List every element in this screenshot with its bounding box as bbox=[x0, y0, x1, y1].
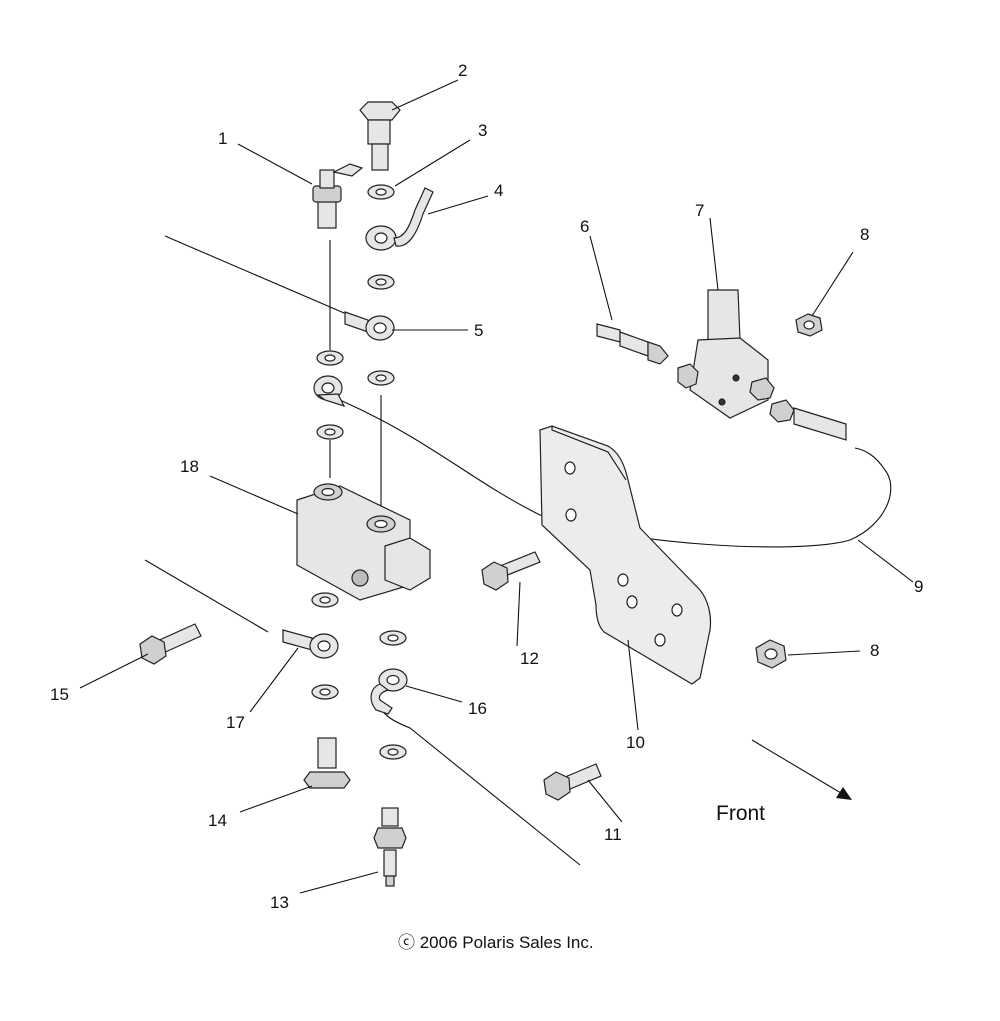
line-9-fitting bbox=[769, 399, 847, 441]
callout-7: 7 bbox=[695, 201, 704, 220]
callout-2: 2 bbox=[458, 61, 467, 80]
leader-lines bbox=[79, 79, 914, 894]
callout-18: 18 bbox=[180, 457, 199, 476]
callout-17: 17 bbox=[226, 713, 245, 732]
part-11-bolt bbox=[543, 763, 602, 801]
callout-6: 6 bbox=[580, 217, 589, 236]
callout-12: 12 bbox=[520, 649, 539, 668]
part-8-nut-upper bbox=[795, 313, 823, 337]
part-10-bracket bbox=[539, 425, 712, 685]
part-12-bolt bbox=[481, 551, 541, 591]
callout-5: 5 bbox=[474, 321, 483, 340]
callout-1: 1 bbox=[218, 129, 227, 148]
part-13-switch bbox=[373, 807, 407, 887]
callout-10: 10 bbox=[626, 733, 645, 752]
callout-8-upper: 8 bbox=[860, 225, 869, 244]
front-label: Front bbox=[716, 802, 765, 825]
part-15-bolt bbox=[139, 623, 202, 665]
callout-8-lower: 8 bbox=[870, 641, 879, 660]
callout-9: 9 bbox=[914, 577, 923, 596]
part-7-valve bbox=[677, 289, 775, 419]
part-5-banjo bbox=[344, 311, 395, 341]
part-4-banjo-hose bbox=[365, 187, 434, 251]
front-direction-indicator: Front bbox=[716, 739, 852, 825]
part-6-fitting bbox=[596, 323, 669, 365]
part-2-banjo-bolt bbox=[359, 101, 401, 171]
assembly-lines bbox=[329, 240, 382, 510]
part-16-banjo-bent bbox=[370, 668, 408, 715]
banjo-fitting-mid bbox=[313, 375, 346, 407]
copyright-notice: ⓒ 2006 Polaris Sales Inc. bbox=[398, 933, 594, 952]
brake-lines bbox=[144, 235, 892, 866]
part-1-switch bbox=[312, 163, 364, 229]
callout-14: 14 bbox=[208, 811, 227, 830]
part-8-nut-lower bbox=[755, 639, 787, 669]
callout-11: 11 bbox=[604, 825, 622, 844]
part-14-bleeder bbox=[303, 737, 351, 789]
callout-15: 15 bbox=[50, 685, 69, 704]
callout-16: 16 bbox=[468, 699, 487, 718]
part-18-valve-body bbox=[296, 483, 431, 601]
callout-labels: 1 2 3 4 5 6 7 8 8 9 10 11 12 13 14 15 16… bbox=[50, 61, 923, 912]
part-17-banjo bbox=[282, 629, 339, 659]
washers bbox=[311, 184, 407, 760]
front-arrow-head-icon bbox=[836, 787, 852, 800]
callout-13: 13 bbox=[270, 893, 289, 912]
callout-3: 3 bbox=[478, 121, 487, 140]
callout-4: 4 bbox=[494, 181, 503, 200]
